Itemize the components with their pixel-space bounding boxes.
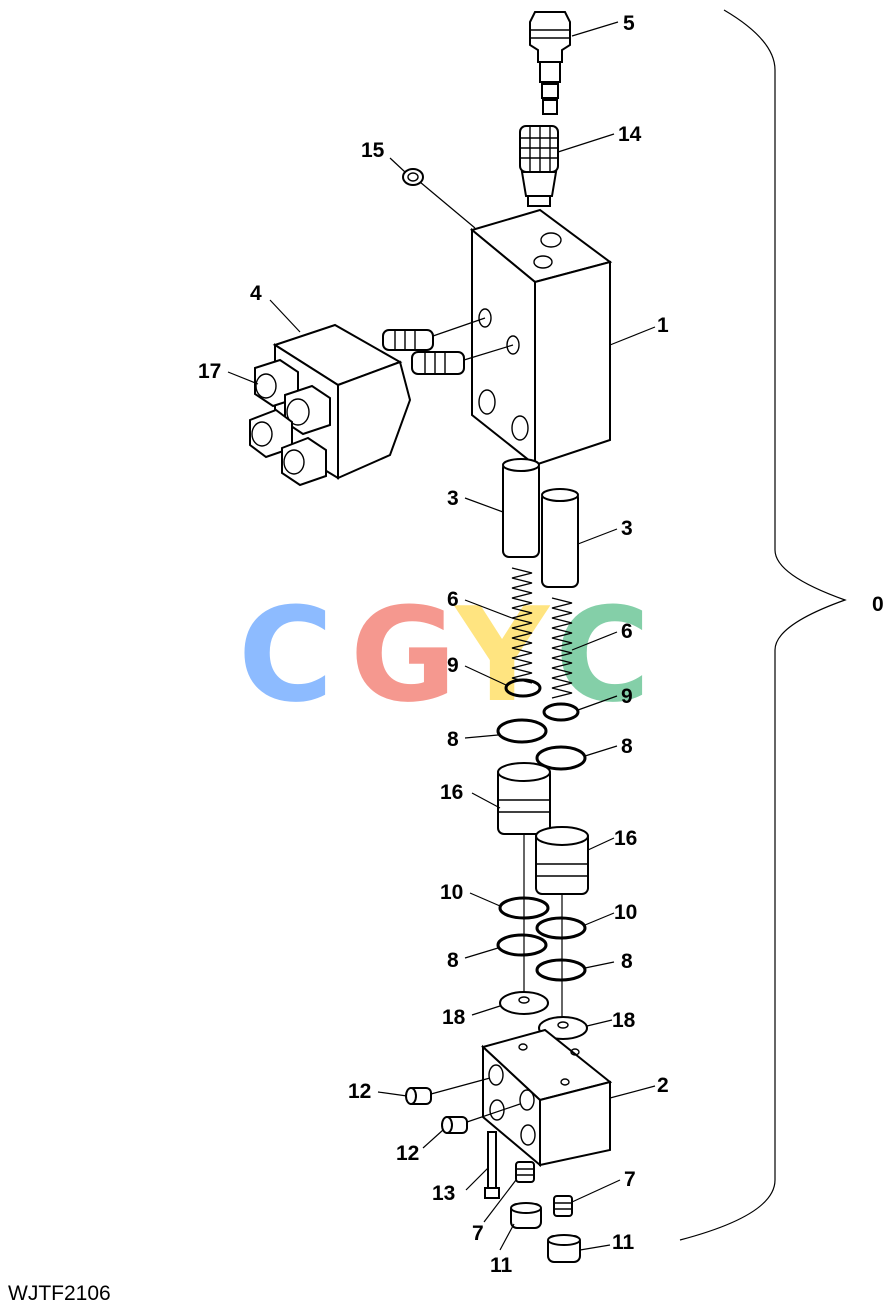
filter-screen [519, 125, 559, 207]
callout-7-right: 7 [624, 1168, 636, 1191]
callout-3-right: 3 [621, 517, 633, 540]
callout-7-left: 7 [472, 1222, 484, 1245]
callout-11-left: 11 [490, 1254, 513, 1277]
callout-8-lower-right: 8 [621, 950, 633, 973]
small-screens [515, 1161, 573, 1217]
leader-lines [227, 21, 656, 1251]
callout-4: 4 [250, 282, 262, 305]
callout-6-right: 6 [621, 620, 633, 643]
washers [499, 991, 588, 1040]
sleeves [497, 762, 589, 1020]
callout-12-upper: 12 [348, 1080, 371, 1103]
watermark-letter-2: G [350, 579, 457, 731]
callout-0: 0 [872, 593, 884, 616]
callout-16-left: 16 [440, 781, 463, 804]
callout-10-right: 10 [614, 901, 637, 924]
callout-labels: 5 14 15 4 1 17 3 3 6 6 9 9 8 8 16 16 10 … [198, 12, 884, 1277]
callout-17: 17 [198, 360, 221, 383]
valve-block-upper [469, 208, 613, 468]
callout-9-left: 9 [447, 654, 459, 677]
watermark: C G Y C [238, 579, 650, 731]
o-rings [496, 678, 587, 982]
callout-2: 2 [657, 1074, 669, 1097]
callout-8-upper-left: 8 [447, 728, 459, 751]
callout-16-right: 16 [614, 827, 637, 850]
callout-6-left: 6 [447, 588, 459, 611]
springs [511, 567, 573, 699]
bolt [484, 1131, 500, 1199]
hex-fittings [249, 358, 331, 487]
spools [502, 458, 579, 588]
callout-18-right: 18 [612, 1009, 636, 1032]
callout-3-left: 3 [447, 487, 459, 510]
callout-12-lower: 12 [396, 1142, 419, 1165]
callout-10-left: 10 [440, 881, 463, 904]
assembly-brace [679, 9, 847, 1241]
callout-15: 15 [361, 139, 385, 162]
valve-block-lower [481, 1028, 613, 1168]
callout-14: 14 [618, 123, 642, 146]
end-caps [510, 1202, 581, 1263]
relief-valve-cartridge [529, 11, 571, 115]
side-plugs [405, 1077, 521, 1134]
callout-18-left: 18 [442, 1006, 466, 1029]
callout-11-right: 11 [612, 1231, 635, 1254]
figure-code: WJTF2106 [8, 1282, 111, 1305]
callout-5: 5 [623, 12, 635, 35]
watermark-letter-1: C [238, 579, 333, 731]
plug-small [402, 168, 424, 186]
callout-1: 1 [657, 314, 669, 337]
watermark-letter-3: Y [453, 579, 551, 731]
callout-13: 13 [432, 1182, 455, 1205]
callout-8-upper-right: 8 [621, 735, 633, 758]
callout-9-right: 9 [621, 685, 633, 708]
callout-8-lower-left: 8 [447, 949, 459, 972]
